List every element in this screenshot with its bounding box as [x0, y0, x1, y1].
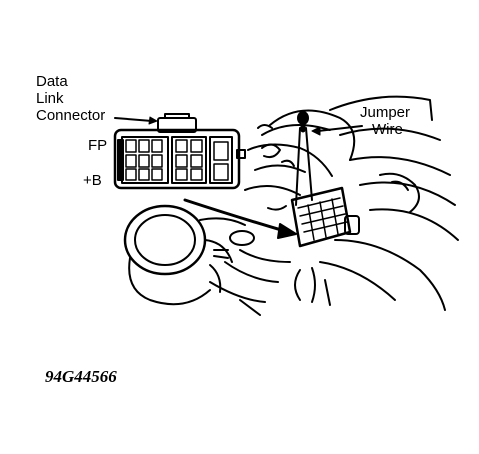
data-link-label-line1: Data [36, 73, 68, 90]
pointer-arrow [183, 198, 290, 234]
b-terminal-label: +B [83, 172, 102, 189]
jumper-wire [295, 111, 313, 206]
data-link-label-line3: Connector [36, 107, 106, 124]
fp-terminal-label: FP [88, 137, 108, 154]
engine-components [209, 95, 459, 316]
data-link-leader [114, 117, 153, 122]
figure-code: 94G44566 [45, 367, 117, 386]
check-connector [290, 186, 360, 248]
data-link-label-line2: Link [36, 90, 64, 107]
jumper-label-line1: Jumper [360, 104, 411, 121]
data-link-connector [113, 113, 246, 190]
jumper-label-line2: Wire [372, 121, 403, 138]
air-cleaner [123, 204, 255, 306]
jumper-leader [317, 125, 363, 132]
